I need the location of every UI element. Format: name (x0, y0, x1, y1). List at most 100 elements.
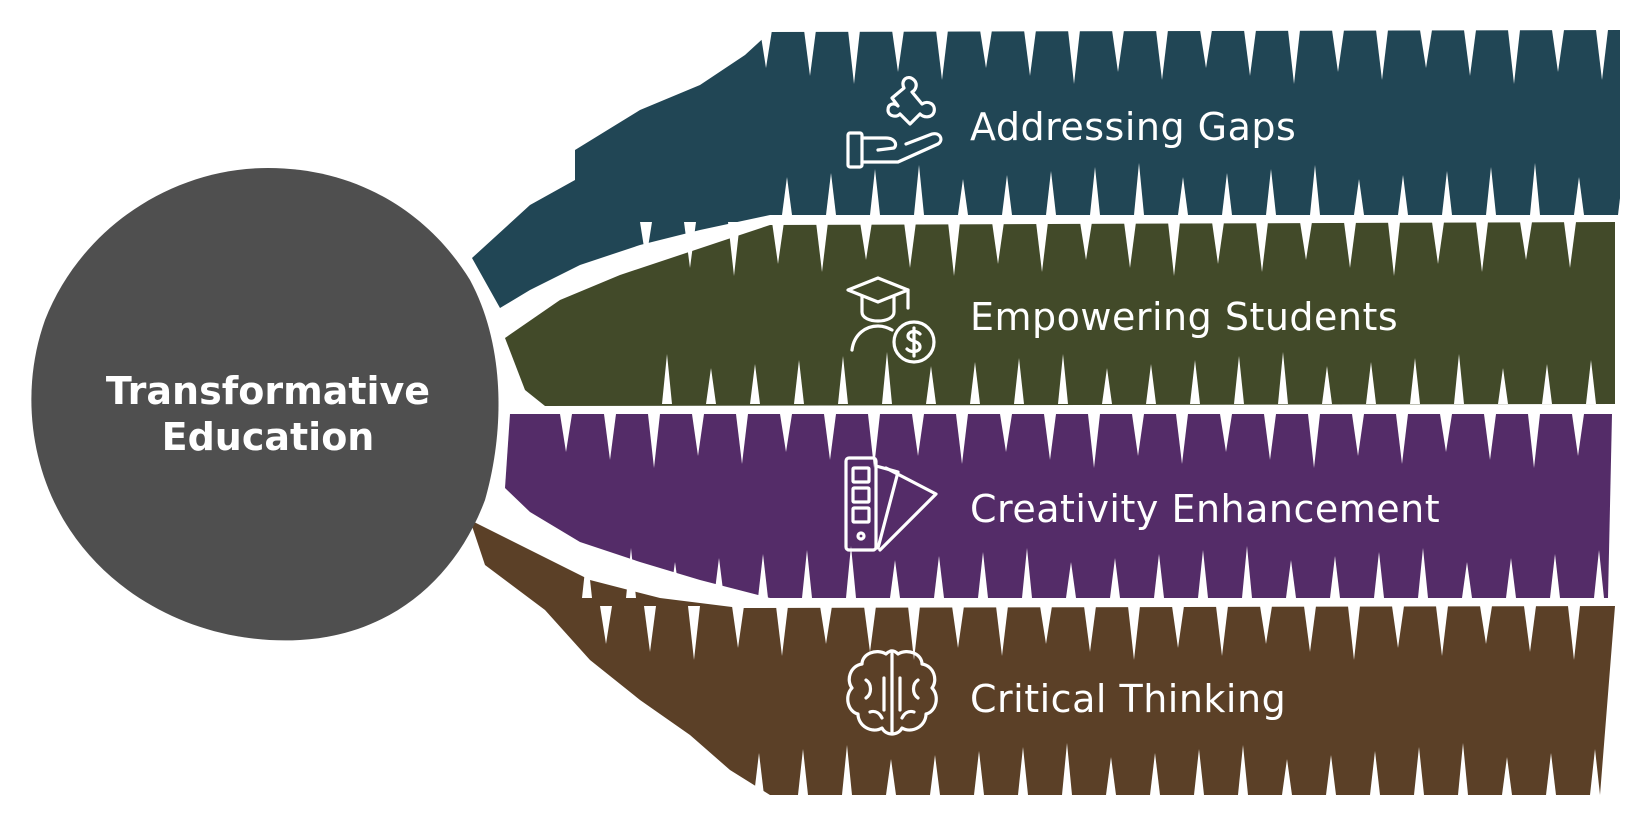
hub-title-line2: Education (162, 415, 375, 459)
scratch-stroke (1410, 358, 1420, 404)
scratch-stroke (684, 222, 696, 268)
scratch-stroke (1242, 546, 1252, 598)
scratch-stroke (992, 222, 1004, 264)
puzzle-hand-icon (846, 75, 943, 169)
scratch-stroke (1414, 747, 1424, 795)
hub-node: Transformative Education (31, 168, 499, 641)
scratch-stroke (1348, 606, 1360, 660)
scratch-stroke (1506, 558, 1516, 598)
scratch-stroke (1366, 362, 1376, 404)
scratch-stroke (622, 747, 632, 795)
scratch-stroke (1146, 364, 1156, 404)
scratch-stroke (1040, 606, 1052, 644)
scratch-stroke (1300, 222, 1312, 260)
branch-band-critical-thinking (470, 520, 1615, 795)
scratch-stroke (1520, 222, 1532, 260)
scratch-stroke (560, 414, 572, 452)
scratch-stroke (904, 222, 916, 268)
scratch-stroke (1310, 165, 1320, 215)
hub-fill (31, 168, 499, 641)
scratch-stroke (600, 606, 612, 644)
scratch-stroke (640, 222, 652, 260)
scratch-stroke (1352, 414, 1364, 456)
scratch-stroke (750, 364, 760, 404)
scratch-stroke (980, 30, 992, 68)
scratch-stroke (1396, 414, 1408, 464)
scratch-stroke (1154, 554, 1164, 598)
scratch-stroke (1552, 30, 1564, 72)
branch-band-addressing-gaps (472, 30, 1620, 308)
branch-label-critical-thinking: Critical Thinking (970, 677, 1286, 721)
scratch-stroke (1068, 30, 1080, 84)
scratch-stroke (670, 562, 680, 598)
scratch-stroke (1568, 606, 1580, 660)
scratch-stroke (1344, 222, 1356, 268)
scratch-texture (560, 30, 1628, 795)
scratch-stroke (1330, 556, 1340, 598)
scratch-stroke (666, 743, 676, 795)
scratch-stroke (1102, 368, 1112, 404)
scratch-stroke (732, 606, 744, 648)
scratch-stroke (842, 745, 852, 795)
scratch-stroke (1124, 222, 1136, 268)
scratch-stroke (1128, 606, 1140, 660)
scratch-stroke (958, 179, 968, 215)
scratch-stroke (1530, 163, 1540, 215)
scratch-stroke (886, 759, 896, 795)
scratch-stroke (1256, 222, 1268, 272)
scratch-stroke (710, 757, 720, 795)
scratch-stroke (776, 606, 788, 656)
scratch-stroke (908, 606, 920, 660)
scratch-stroke (772, 222, 784, 264)
branch-label-creativity-enhancement: Creativity Enhancement (970, 487, 1440, 531)
scratch-stroke (1572, 414, 1584, 456)
scratch-stroke (1304, 606, 1316, 652)
scratch-stroke (1190, 360, 1200, 404)
scratch-stroke (912, 414, 924, 456)
scratch-stroke (926, 366, 936, 404)
scratch-stroke (582, 552, 592, 598)
scratch-stroke (1586, 360, 1596, 404)
scratch-stroke (1498, 368, 1508, 404)
scratch-stroke (1440, 414, 1452, 452)
scratch-stroke (970, 362, 980, 404)
scratch-stroke (1464, 30, 1476, 76)
scratch-stroke (1216, 606, 1228, 656)
scratch-stroke (1200, 30, 1212, 68)
scratch-stroke (1502, 757, 1512, 795)
scratch-stroke (1080, 222, 1092, 260)
scratch-stroke (1168, 222, 1180, 276)
scratch-stroke (1044, 414, 1056, 460)
scratch-stroke (882, 352, 892, 404)
scratch-stroke (1480, 606, 1492, 644)
scratch-stroke (1286, 560, 1296, 598)
scratch-stroke (1308, 414, 1320, 468)
scratch-stroke (692, 414, 704, 456)
scratch-stroke (914, 165, 924, 215)
scratch-stroke (688, 606, 700, 660)
scratch-stroke (782, 177, 792, 215)
scratch-stroke (1058, 354, 1068, 404)
scratch-stroke (1374, 552, 1384, 598)
scratch-stroke (714, 558, 724, 598)
scratch-stroke (1278, 352, 1288, 404)
branch-band-empowering-students (505, 222, 1615, 406)
scratch-stroke (1436, 606, 1448, 656)
scratch-stroke (1454, 354, 1464, 404)
scratch-stroke (648, 414, 660, 468)
scratch-stroke (1090, 167, 1100, 215)
scratch-stroke (1596, 30, 1608, 80)
scratch-stroke (948, 222, 960, 276)
scratch-stroke (1326, 755, 1336, 795)
scratch-stroke (1112, 30, 1124, 72)
scratch-stroke (1222, 173, 1232, 215)
scratch-stroke (1234, 356, 1244, 404)
scratch-stroke (1432, 222, 1444, 264)
scratch-stroke (1370, 751, 1380, 795)
scratch-stroke (1590, 749, 1600, 795)
scratch-stroke (1212, 222, 1224, 264)
scratch-stroke (864, 606, 876, 652)
scratch-stroke (1376, 30, 1388, 80)
scratch-stroke (1022, 548, 1032, 598)
scratch-stroke (1594, 550, 1604, 598)
